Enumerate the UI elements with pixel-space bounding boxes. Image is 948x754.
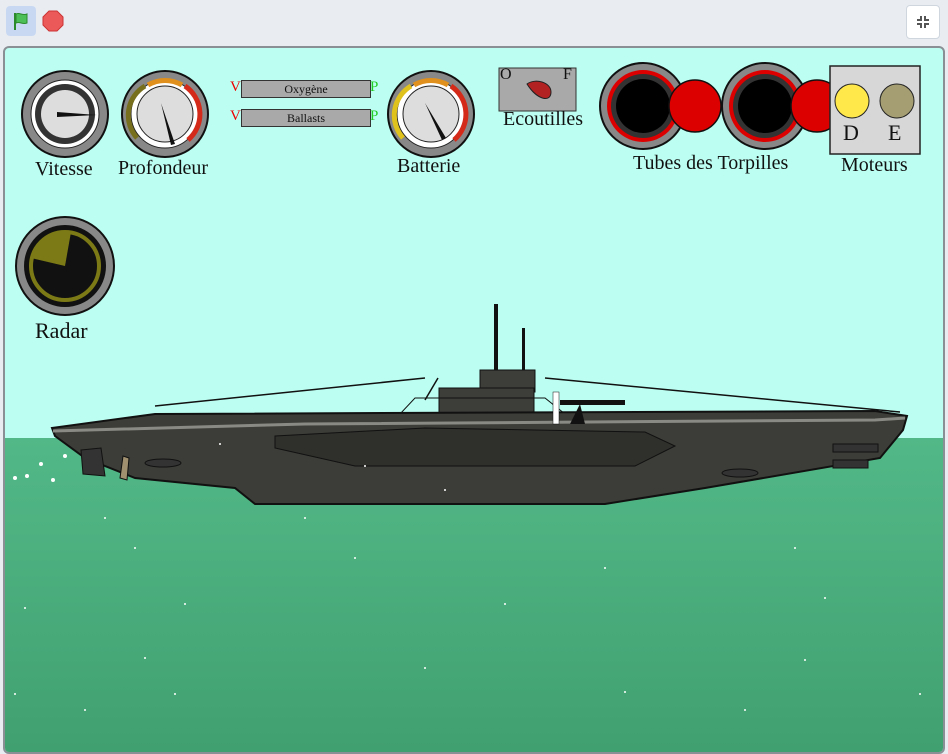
stop-icon[interactable] bbox=[42, 10, 64, 32]
exit-fullscreen-button[interactable] bbox=[906, 5, 940, 39]
batterie-gauge bbox=[387, 70, 475, 158]
shrink-icon bbox=[917, 16, 929, 28]
radar-gauge bbox=[15, 216, 115, 316]
oxygen-bar: Oxygène bbox=[241, 80, 371, 98]
torpedo-tubes-label: Tubes des Torpilles bbox=[633, 152, 789, 174]
motor-electric-label: E bbox=[888, 120, 902, 145]
oxygen-v-mark: V bbox=[230, 79, 241, 95]
hatch-open-label: O bbox=[500, 66, 512, 83]
hatch-indicator bbox=[498, 67, 577, 112]
submarine bbox=[50, 304, 909, 505]
ballasts-p-mark: P bbox=[370, 108, 379, 124]
profondeur-gauge bbox=[121, 70, 209, 158]
batterie-label: Batterie bbox=[397, 155, 461, 177]
profondeur-label: Profondeur bbox=[118, 157, 208, 179]
hatches-label: Ecoutilles bbox=[503, 108, 583, 130]
stage[interactable]: Vitesse Profondeur Batterie Radar V Oxyg… bbox=[3, 46, 945, 754]
toolbar bbox=[0, 0, 948, 44]
hatch-closed-label: F bbox=[563, 66, 572, 83]
ballasts-v-mark: V bbox=[230, 108, 241, 124]
vitesse-gauge bbox=[21, 70, 109, 158]
flag-icon bbox=[14, 12, 28, 30]
motor-diesel-label: D bbox=[843, 120, 859, 145]
torpedo-tube-1 bbox=[599, 62, 722, 150]
motors-panel bbox=[829, 65, 921, 155]
torpedo-tube-2 bbox=[721, 62, 844, 150]
bubbles bbox=[13, 443, 921, 711]
vitesse-label: Vitesse bbox=[35, 158, 93, 180]
motors-label: Moteurs bbox=[841, 154, 908, 176]
green-flag-button[interactable] bbox=[6, 6, 36, 36]
scene bbox=[5, 62, 943, 752]
radar-label: Radar bbox=[35, 318, 88, 343]
oxygen-p-mark: P bbox=[370, 79, 379, 95]
ballasts-bar: Ballasts bbox=[241, 109, 371, 127]
